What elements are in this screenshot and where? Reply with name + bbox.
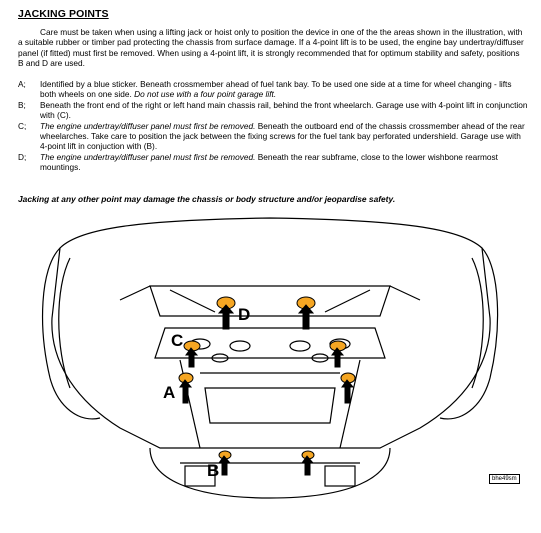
item-italic-note: The engine undertray/diffuser panel must… (40, 151, 256, 162)
label-c: C (171, 331, 183, 350)
arrow-up-icon (341, 379, 355, 404)
list-item: C; The engine undertray/diffuser panel m… (18, 121, 528, 152)
item-letter: C; (18, 120, 27, 131)
safety-warning: Jacking at any other point may damage th… (18, 194, 396, 204)
item-letter: B; (18, 99, 26, 110)
item-text: Identified by a blue sticker. Beneath cr… (40, 79, 528, 100)
list-item: B; Beneath the front end of the right or… (18, 100, 528, 121)
intro-text: Care must be taken when using a lifting … (18, 27, 524, 69)
item-italic-note: The engine undertray/diffuser panel must… (40, 120, 256, 131)
item-letter: D; (18, 151, 27, 162)
arrow-up-icon (185, 347, 199, 368)
arrow-up-icon (217, 304, 235, 330)
item-text: Beneath the front end of the right or le… (40, 100, 528, 121)
item-text: The engine undertray/diffuser panel must… (40, 152, 528, 173)
list-item: A; Identified by a blue sticker. Beneath… (18, 79, 528, 100)
item-body: Beneath the front end of the right or le… (40, 99, 528, 121)
section-title: JACKING POINTS (18, 8, 109, 20)
item-letter: A; (18, 79, 26, 89)
item-body: Beneath the rear subframe, close to the … (40, 151, 498, 173)
label-a: A (163, 383, 175, 402)
car-outline (41, 217, 499, 499)
arrow-up-icon (218, 455, 232, 476)
label-d: D (238, 305, 250, 324)
arrow-up-icon (179, 379, 193, 404)
jacking-point-list: A; Identified by a blue sticker. Beneath… (18, 79, 528, 173)
arrows (179, 304, 355, 476)
item-text: The engine undertray/diffuser panel must… (40, 121, 528, 152)
arrow-up-icon (301, 455, 315, 476)
jacking-pads (178, 296, 356, 460)
item-body: Identified by a blue sticker. Beneath cr… (40, 79, 512, 100)
arrow-up-icon (297, 304, 315, 330)
intro-paragraph: Care must be taken when using a lifting … (18, 27, 526, 69)
item-italic-note: Do not use with a four point garage lift… (134, 89, 277, 100)
arrow-up-icon (331, 347, 345, 368)
chassis-diagram: D C A B (41, 217, 499, 499)
item-body: Beneath the outboard end of the chassis … (40, 120, 525, 152)
list-item: D; The engine undertray/diffuser panel m… (18, 152, 528, 173)
figure-reference: bhe49sm (489, 474, 520, 484)
label-b: B (207, 461, 219, 480)
